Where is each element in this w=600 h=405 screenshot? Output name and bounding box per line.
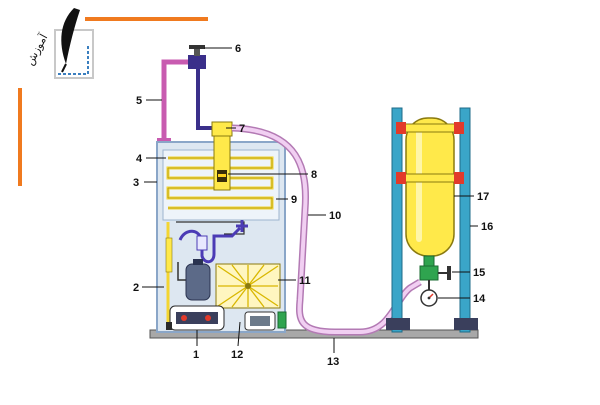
accumulator-cap [193,259,203,265]
label-12: 12 [231,349,243,361]
label-14: 14 [473,293,486,305]
label-4: 4 [136,153,143,165]
small-valve-icon [236,220,248,232]
compressor-foot [166,322,172,330]
accumulator-body [185,263,211,301]
logo-frame [54,29,94,79]
logo-frame-dash [58,44,89,75]
quill-pen-icon [61,8,80,73]
top-valve-stem [194,48,200,56]
filter-dryer-line [178,226,242,264]
canister-window-bar [218,174,226,177]
accumulator [185,259,211,301]
compressor-terminal-b [205,315,211,321]
label-9: 9 [291,194,297,206]
tank-valve-handle [447,266,451,280]
label-7: 7 [239,123,245,135]
compressor-terminal-a [181,315,187,321]
top-valve-handle [189,45,205,49]
top-valve-body [188,55,206,69]
tank-valve-body [419,265,439,281]
logo-text: آموزش [23,31,51,67]
top-pipe-assembly [157,45,212,148]
callout-labels: 1 2 3 4 5 6 7 8 9 10 11 12 13 14 15 16 1… [133,43,493,368]
tank-highlight [416,130,422,242]
tank-valve-assembly [419,265,451,307]
canister-cap [211,121,233,137]
pressure-gauge-icon [420,289,438,307]
orange-top-bar [85,17,208,21]
inner-canister [211,121,233,191]
leader-lines [142,47,478,353]
label-3: 3 [133,177,139,189]
condenser-fins [217,264,279,308]
orange-side-bar [18,88,22,186]
label-8: 8 [311,169,317,181]
compressor [166,305,225,331]
refrigerant-tank [396,117,464,269]
stand-post-left [391,107,403,333]
condenser [215,263,281,309]
filter-dryer [196,235,208,251]
stand-foot-left [386,318,410,330]
label-6: 6 [235,43,241,55]
yellow-sight-tube [165,237,173,273]
green-service-valve [277,311,287,329]
stand-foot-right [454,318,478,330]
label-10: 10 [329,210,341,222]
label-1: 1 [193,349,199,361]
navy-pipe [196,66,212,130]
tank-stand [386,107,478,333]
pink-hose-inner [231,126,422,334]
tank-body [405,117,455,257]
label-5: 5 [136,95,142,107]
label-13: 13 [327,356,339,368]
stand-post-right [459,107,471,333]
label-15: 15 [473,267,485,279]
tank-strap-bottom [396,172,464,184]
tank-strap-top [396,122,464,134]
fan-motor [244,311,287,331]
fan-motor-core [250,316,270,326]
purple-pipe [161,59,190,145]
label-11: 11 [299,275,311,287]
condenser-hub [245,283,251,289]
evaporator-coil-outline [167,157,273,209]
label-16: 16 [481,221,493,233]
label-2: 2 [133,282,139,294]
compressor-band [176,312,218,324]
label-17: 17 [477,191,489,203]
